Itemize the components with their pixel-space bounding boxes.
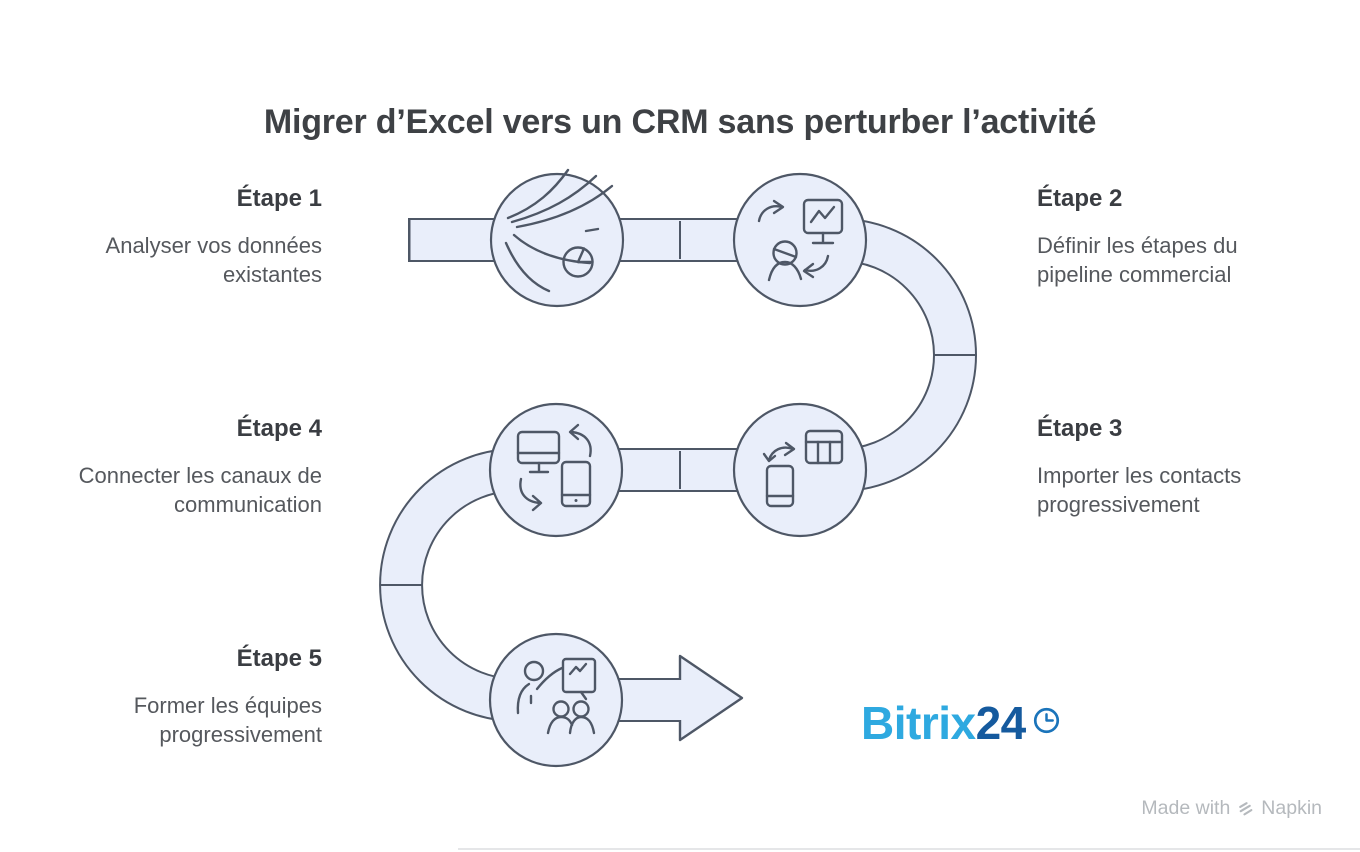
pipeline-dashboard-icon — [757, 198, 844, 282]
step-5-label-block: Étape 5 Former les équipes progressiveme… — [60, 645, 322, 749]
import-contacts-icon — [762, 429, 844, 508]
step-1-label-block: Étape 1 Analyser vos données existantes — [60, 185, 322, 289]
step-4-circle — [488, 402, 624, 538]
flow-end-arrowhead — [678, 654, 744, 742]
step-4-label-block: Étape 4 Connecter les canaux de communic… — [60, 415, 322, 519]
data-analysis-icon — [504, 168, 614, 293]
devices-sync-icon — [516, 423, 592, 512]
step-2-circle — [732, 172, 868, 308]
step-5-heading: Étape 5 — [236, 645, 322, 672]
step-5-node — [488, 632, 624, 768]
napkin-icon — [1239, 802, 1253, 816]
flow-track — [381, 220, 975, 720]
logo-text-24: 24 — [975, 697, 1027, 749]
bottom-edge-line — [458, 848, 1360, 850]
step-3-label-block: Étape 3 Importer les contacts progressiv… — [1037, 415, 1299, 519]
step-2-description: Définir les étapes du pipeline commercia… — [1037, 232, 1238, 288]
step-3-heading: Étape 3 — [1037, 415, 1123, 442]
clock-icon — [1033, 707, 1059, 733]
segment-dividers — [380, 221, 976, 586]
step-3-circle — [732, 402, 868, 538]
team-training-icon — [516, 657, 597, 735]
made-with-text: Made with — [1141, 797, 1231, 819]
step-5-description: Former les équipes progressivement — [133, 692, 322, 748]
step-3-node — [732, 402, 868, 538]
step-2-heading: Étape 2 — [1037, 185, 1123, 212]
napkin-brand-text: Napkin — [1261, 797, 1322, 819]
step-3-description: Importer les contacts progressivement — [1037, 462, 1242, 518]
step-1-node — [489, 168, 625, 308]
step-2-label-block: Étape 2 Définir les étapes du pipeline c… — [1037, 185, 1299, 289]
made-with-credit: Made with Napkin — [1141, 797, 1322, 820]
step-1-heading: Étape 1 — [236, 185, 322, 212]
step-4-node — [488, 402, 624, 538]
step-4-heading: Étape 4 — [236, 415, 322, 442]
page-title: Migrer d’Excel vers un CRM sans perturbe… — [263, 102, 1097, 141]
step-5-circle — [488, 632, 624, 768]
step-2-node — [732, 172, 868, 308]
step-4-description: Connecter les canaux de communication — [78, 462, 322, 518]
step-1-description: Analyser vos données existantes — [105, 232, 322, 288]
logo-text-bitrix: Bitrix — [861, 697, 976, 749]
